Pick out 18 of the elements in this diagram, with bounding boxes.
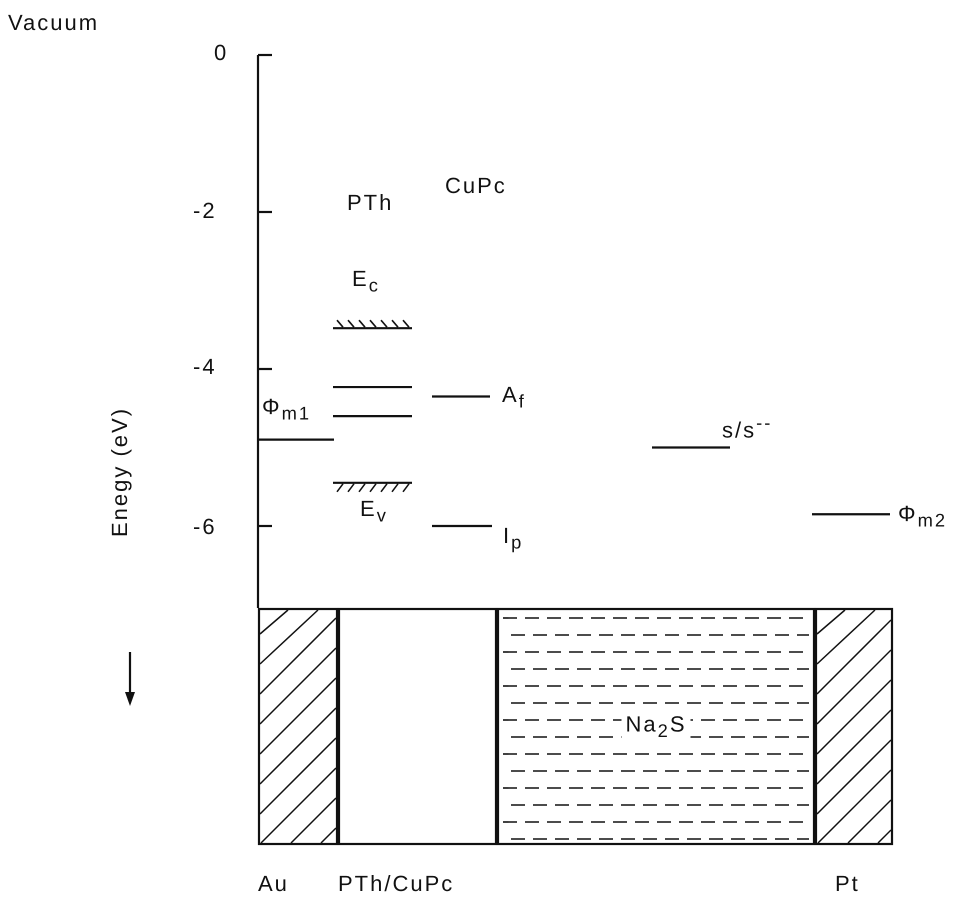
tick-label: -4 xyxy=(193,356,217,378)
level-label: E$_{v}$ xyxy=(360,498,388,525)
level-label: E$_{c}$ xyxy=(352,268,380,295)
material-label: PTh xyxy=(347,192,394,214)
layer-label: PTh/CuPc xyxy=(338,873,454,895)
tick-label: -6 xyxy=(193,516,217,538)
level-label: Φ$_{m1}$ xyxy=(262,396,312,423)
material-label: CuPc xyxy=(445,175,507,197)
layer-label: Pt xyxy=(835,873,860,895)
tick-label: 0 xyxy=(214,42,228,64)
level-label: I$_{p}$ xyxy=(503,525,524,552)
layer-label: Au xyxy=(258,873,289,895)
level-label: A$_{f}$ xyxy=(502,384,526,411)
tick-label: -2 xyxy=(193,200,217,222)
level-label: Φ$_{m2}$ xyxy=(898,503,948,530)
axis-title: Vacuum xyxy=(8,12,100,34)
axis-title: Enegy (eV) xyxy=(109,406,131,538)
level-label: s/s$^{--}$ xyxy=(722,414,772,442)
